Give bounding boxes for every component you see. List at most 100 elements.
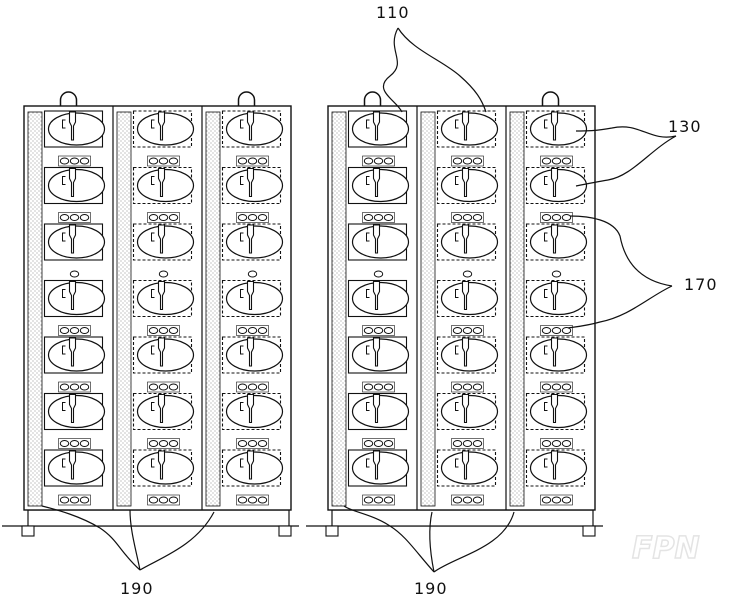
slot-frame — [540, 155, 573, 167]
leader-130-a — [575, 126, 677, 138]
tray-ellipse — [351, 338, 410, 372]
vial-holder — [436, 166, 499, 205]
vial — [157, 280, 166, 311]
vial-bracket — [544, 402, 548, 411]
slot — [363, 496, 374, 504]
vial-bracket — [366, 289, 370, 298]
slot-frame — [540, 438, 573, 449]
vial-bracket — [62, 345, 66, 355]
slot — [168, 496, 179, 504]
vial-bracket — [366, 402, 370, 411]
slot-frame — [362, 155, 395, 167]
slot — [257, 157, 268, 165]
slot — [148, 496, 159, 504]
vial-bracket — [151, 119, 155, 129]
vial-holder — [347, 392, 410, 431]
tray-ellipse — [351, 451, 410, 485]
tray-ellipse — [529, 451, 588, 485]
slot — [561, 157, 572, 165]
slot — [452, 214, 463, 221]
vial-bracket — [544, 119, 548, 129]
leader-110-b — [397, 27, 487, 113]
vial — [68, 280, 77, 311]
tray-ellipse — [440, 281, 499, 316]
vial — [157, 450, 166, 480]
vial-bracket — [240, 345, 244, 355]
leader-110-a — [382, 27, 403, 113]
slot — [363, 157, 374, 165]
slot — [168, 214, 179, 221]
vial — [157, 337, 166, 367]
vial-bracket — [62, 289, 66, 298]
vial-holder — [132, 392, 195, 431]
vial — [461, 224, 470, 254]
vial-bracket — [62, 119, 66, 129]
slot — [158, 327, 169, 334]
vial-holder — [221, 110, 284, 148]
connector-slots — [58, 381, 91, 393]
hanger-hook — [237, 91, 256, 106]
slot — [462, 440, 473, 447]
connector-slots — [247, 270, 258, 278]
slot — [561, 214, 572, 221]
vial-bracket — [455, 289, 459, 298]
leader-lines — [41, 27, 677, 573]
slot — [69, 270, 80, 278]
slot — [158, 496, 169, 504]
slot — [247, 214, 258, 221]
vial-bracket — [455, 176, 459, 185]
vial-bracket — [240, 232, 244, 242]
vial — [157, 167, 166, 198]
connector-slots — [362, 438, 395, 449]
tray-ellipse — [440, 168, 499, 203]
connector-slots — [362, 212, 395, 223]
vial-holder — [436, 392, 499, 431]
vial-bracket — [455, 458, 459, 468]
vial — [550, 337, 559, 367]
slot-frame — [147, 494, 180, 506]
slot — [363, 383, 374, 391]
slot — [257, 383, 268, 391]
vial-bracket — [151, 232, 155, 242]
vial-holder — [347, 223, 410, 261]
vial-bracket — [240, 119, 244, 129]
connector-slots — [58, 155, 91, 167]
vial-holder — [43, 166, 106, 205]
slot — [69, 214, 80, 221]
tray-ellipse — [225, 394, 284, 429]
connector-slots — [58, 212, 91, 223]
slot — [383, 383, 394, 391]
tray-ellipse — [47, 112, 106, 146]
vial-holder — [347, 336, 410, 374]
slot — [148, 383, 159, 391]
tray-ellipse — [529, 112, 588, 146]
vial-bracket — [455, 345, 459, 355]
vial-holder — [132, 110, 195, 148]
vial — [461, 111, 470, 141]
slot — [59, 327, 70, 334]
tray-ellipse — [351, 112, 410, 146]
connector-slots — [236, 381, 269, 393]
vial — [550, 224, 559, 254]
slot — [158, 270, 169, 278]
slot — [257, 440, 268, 447]
slot — [561, 496, 572, 504]
vial-holder — [132, 336, 195, 374]
tray-ellipse — [136, 225, 195, 259]
connector-slots — [362, 325, 395, 336]
vial — [550, 111, 559, 141]
slot-frame — [236, 212, 269, 223]
right-rack — [306, 91, 603, 537]
vial-holder — [132, 223, 195, 261]
connector-slots — [551, 270, 562, 278]
vial — [372, 337, 381, 367]
connector-slots — [362, 381, 395, 393]
slot — [383, 327, 394, 334]
slot — [158, 214, 169, 221]
tray-ellipse — [529, 281, 588, 316]
vial-bracket — [240, 289, 244, 298]
connector-slots — [362, 494, 395, 506]
slot — [383, 214, 394, 221]
slot — [69, 157, 80, 165]
slot-frame — [147, 325, 180, 336]
